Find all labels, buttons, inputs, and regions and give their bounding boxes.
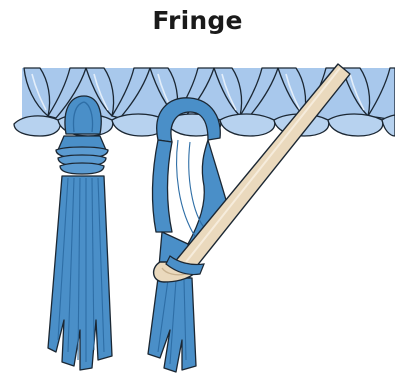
finished-fringe-tassel-icon [48, 96, 112, 370]
